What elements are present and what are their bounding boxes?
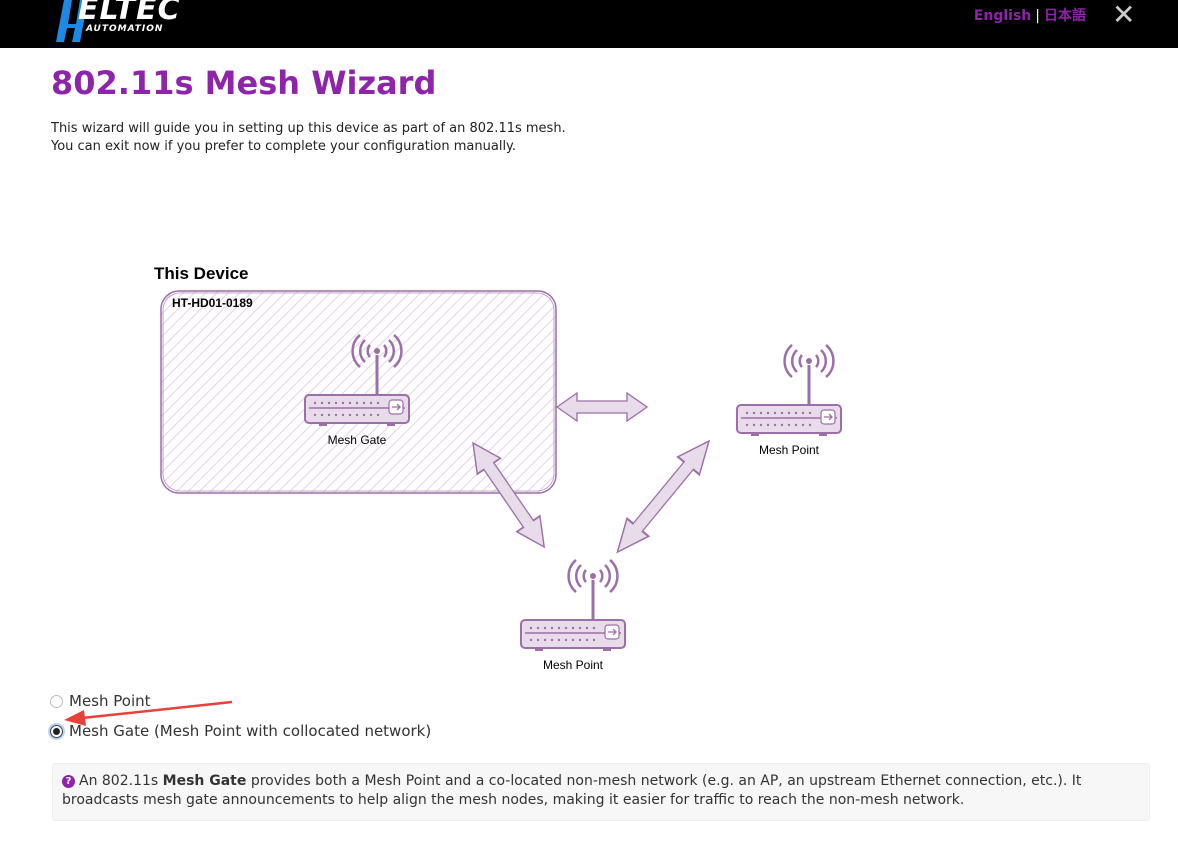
option-mesh-gate[interactable]: Mesh Gate (Mesh Point with collocated ne… [50,716,431,746]
page-title: 802.11s Mesh Wizard [51,64,437,102]
lang-japanese-link[interactable]: 日本語 [1044,8,1086,24]
link-arrow-right-bottom [605,431,721,562]
mesh-point-bottom-router-icon [519,558,627,653]
top-bar: ELTEC AUTOMATION English|日本語 ✕ [0,0,1178,48]
intro-text: This wizard will guide you in setting up… [51,120,566,156]
mesh-role-options: Mesh Point Mesh Gate (Mesh Point with co… [50,686,431,746]
mesh-point-right-label: Mesh Point [759,443,820,457]
device-hostname: HT-HD01-0189 [172,296,253,310]
mesh-point-bottom-label: Mesh Point [543,658,604,672]
mesh-gate-option-label[interactable]: Mesh Gate (Mesh Point with collocated ne… [69,722,432,740]
question-circle-icon: ? [62,775,75,788]
mesh-point-right-router-icon [735,343,843,438]
mesh-gate-node-label: Mesh Gate [328,433,387,447]
lang-separator: | [1035,8,1040,24]
info-bold-term: Mesh Gate [162,773,247,789]
this-device-label: This Device [154,264,249,283]
close-icon[interactable]: ✕ [1112,0,1136,31]
logo-text: ELTEC [78,0,181,27]
lang-english-link[interactable]: English [973,8,1032,24]
mesh-gate-radio[interactable] [50,724,63,738]
mesh-diagram: This Device HT-HD01-0189 Mesh Gate Mesh … [154,264,843,672]
language-switcher: English|日本語 [974,5,1086,25]
logo-h-mark [56,0,88,42]
info-prefix: An 802.11s [79,773,163,789]
intro-line-2: You can exit now if you prefer to comple… [51,139,517,154]
heltec-logo: ELTEC AUTOMATION [56,0,196,44]
this-device-box-outline [162,292,555,492]
mesh-point-option-label[interactable]: Mesh Point [69,692,151,710]
mesh-gate-info-box: ? An 802.11s Mesh Gate provides both a Me… [52,763,1150,821]
this-device-box [160,290,557,494]
link-arrow-gate-right [556,392,648,422]
logo-subtext: AUTOMATION [86,24,164,34]
mesh-point-radio[interactable] [50,694,63,708]
option-mesh-point[interactable]: Mesh Point [50,686,431,716]
info-suffix: provides both a Mesh Point and a co-loca… [62,773,1082,808]
intro-line-1: This wizard will guide you in setting up… [51,121,566,136]
